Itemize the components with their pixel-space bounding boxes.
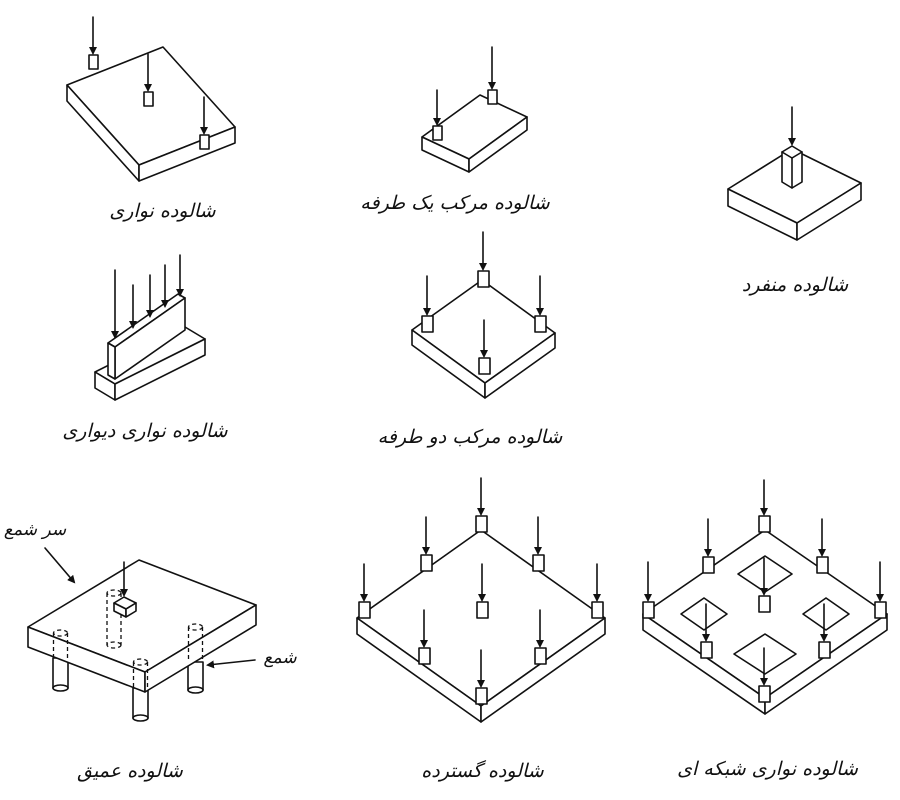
grid-strip-foundation-drawing — [642, 479, 888, 715]
label-isolated-footing: شالوده منفرد — [741, 274, 849, 296]
label-strip-footing: شالوده نواری — [109, 200, 216, 222]
isolated-footing-drawing — [727, 106, 862, 241]
combined-two-side-drawing — [411, 231, 556, 399]
label-wall-strip-footing: شالوده نواری دیواری — [62, 420, 228, 442]
annotation-pile-cap: سر شمع — [3, 520, 67, 540]
label-grid-strip-foundation: شالوده نواری شبکه ای — [677, 758, 858, 780]
mat-foundation-drawing — [356, 477, 606, 723]
annotation-pile: شمع — [263, 648, 297, 668]
label-mat-foundation: شالوده گسترده — [421, 760, 544, 782]
label-combined-one-side: شالوده مرکب یک طرفه — [360, 192, 550, 214]
label-combined-two-side: شالوده مرکب دو طرفه — [377, 426, 563, 448]
deep-foundation-drawing — [27, 547, 257, 722]
wall-strip-footing-drawing — [94, 254, 206, 401]
label-deep-foundation: شالوده عمیق — [77, 760, 183, 782]
strip-footing-drawing — [66, 16, 236, 182]
combined-one-side-drawing — [421, 46, 528, 173]
